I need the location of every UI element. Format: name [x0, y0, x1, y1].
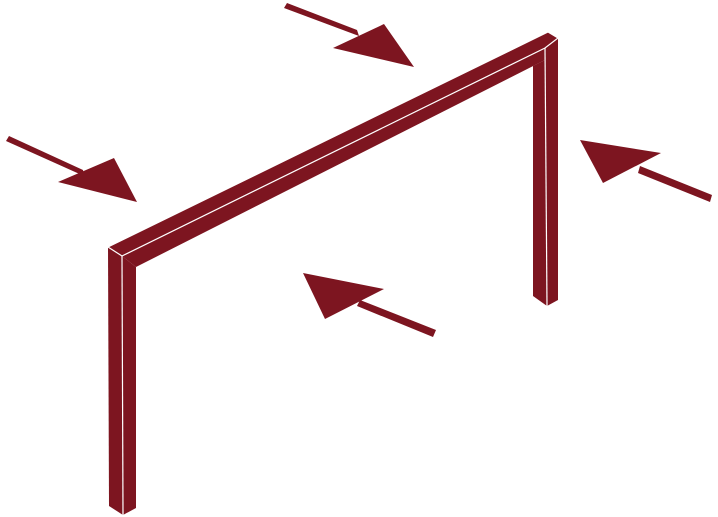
portal-frame: [107, 31, 559, 516]
arrow-right: [580, 140, 712, 202]
frame-edges: [107, 31, 559, 516]
arrow-center: [303, 273, 436, 337]
top-beam-top: [108, 32, 558, 256]
left-post-side: [108, 247, 123, 515]
top-beam-front: [122, 48, 545, 267]
right-post-inner: [533, 60, 547, 306]
arrow-top: [284, 3, 414, 67]
force-arrows: [6, 3, 712, 337]
left-post-front: [122, 256, 136, 515]
arrow-upper-left: [6, 136, 137, 202]
right-post-front: [545, 38, 558, 306]
